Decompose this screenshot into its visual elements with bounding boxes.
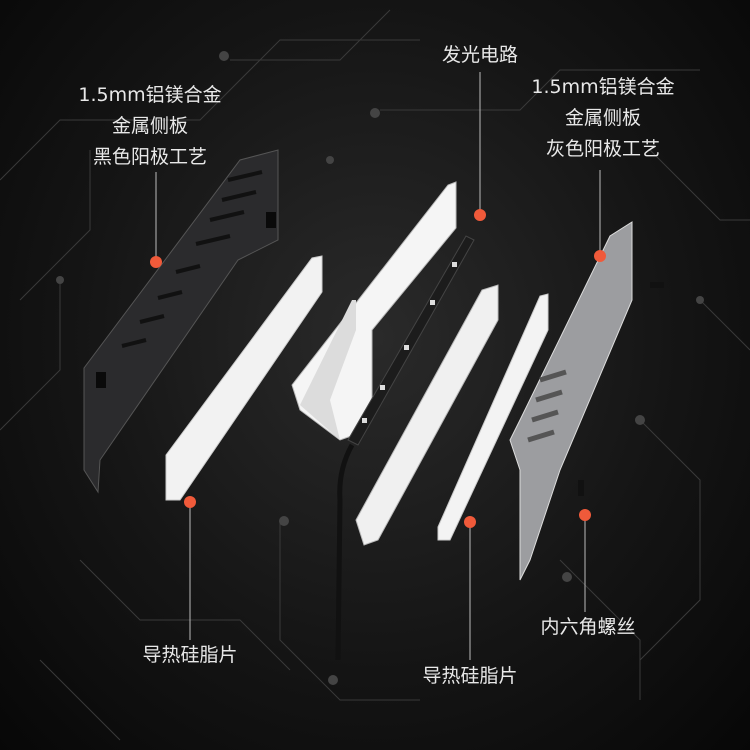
thermal-pad-left — [165, 255, 323, 501]
label-line: 1.5mm铝镁合金 — [78, 84, 222, 106]
center-thermal-bar — [355, 284, 499, 546]
label-thermal-pad-center: 导热硅脂片 — [422, 665, 518, 687]
screw-icon — [96, 372, 106, 388]
hex-screw-icon — [650, 282, 664, 288]
led-strip — [335, 235, 475, 661]
label-thermal-pad-left: 导热硅脂片 — [142, 644, 238, 666]
grey-side-panel — [509, 221, 664, 581]
black-side-panel — [83, 149, 279, 494]
label-line: 黑色阳极工艺 — [92, 146, 208, 168]
callout-lines — [155, 72, 601, 660]
label-grey-side-panel: 1.5mm铝镁合金 金属侧板 灰色阳极工艺 — [531, 72, 674, 165]
label-line: 金属侧板 — [111, 115, 189, 137]
label-line: 金属侧板 — [564, 107, 642, 129]
hex-screw-icon — [578, 480, 584, 496]
trace-nodes — [56, 51, 704, 685]
label-hex-screw: 内六角螺丝 — [540, 616, 636, 638]
label-line: 灰色阳极工艺 — [545, 138, 661, 160]
screw-icon — [266, 212, 276, 228]
label-line: 1.5mm铝镁合金 — [531, 76, 675, 98]
label-black-side-panel: 1.5mm铝镁合金 金属侧板 黑色阳极工艺 — [78, 80, 221, 173]
thermal-pad-center — [437, 293, 549, 541]
callout-dots — [150, 209, 606, 528]
label-light-circuit: 发光电路 — [441, 44, 519, 66]
light-diffuser — [291, 181, 457, 441]
